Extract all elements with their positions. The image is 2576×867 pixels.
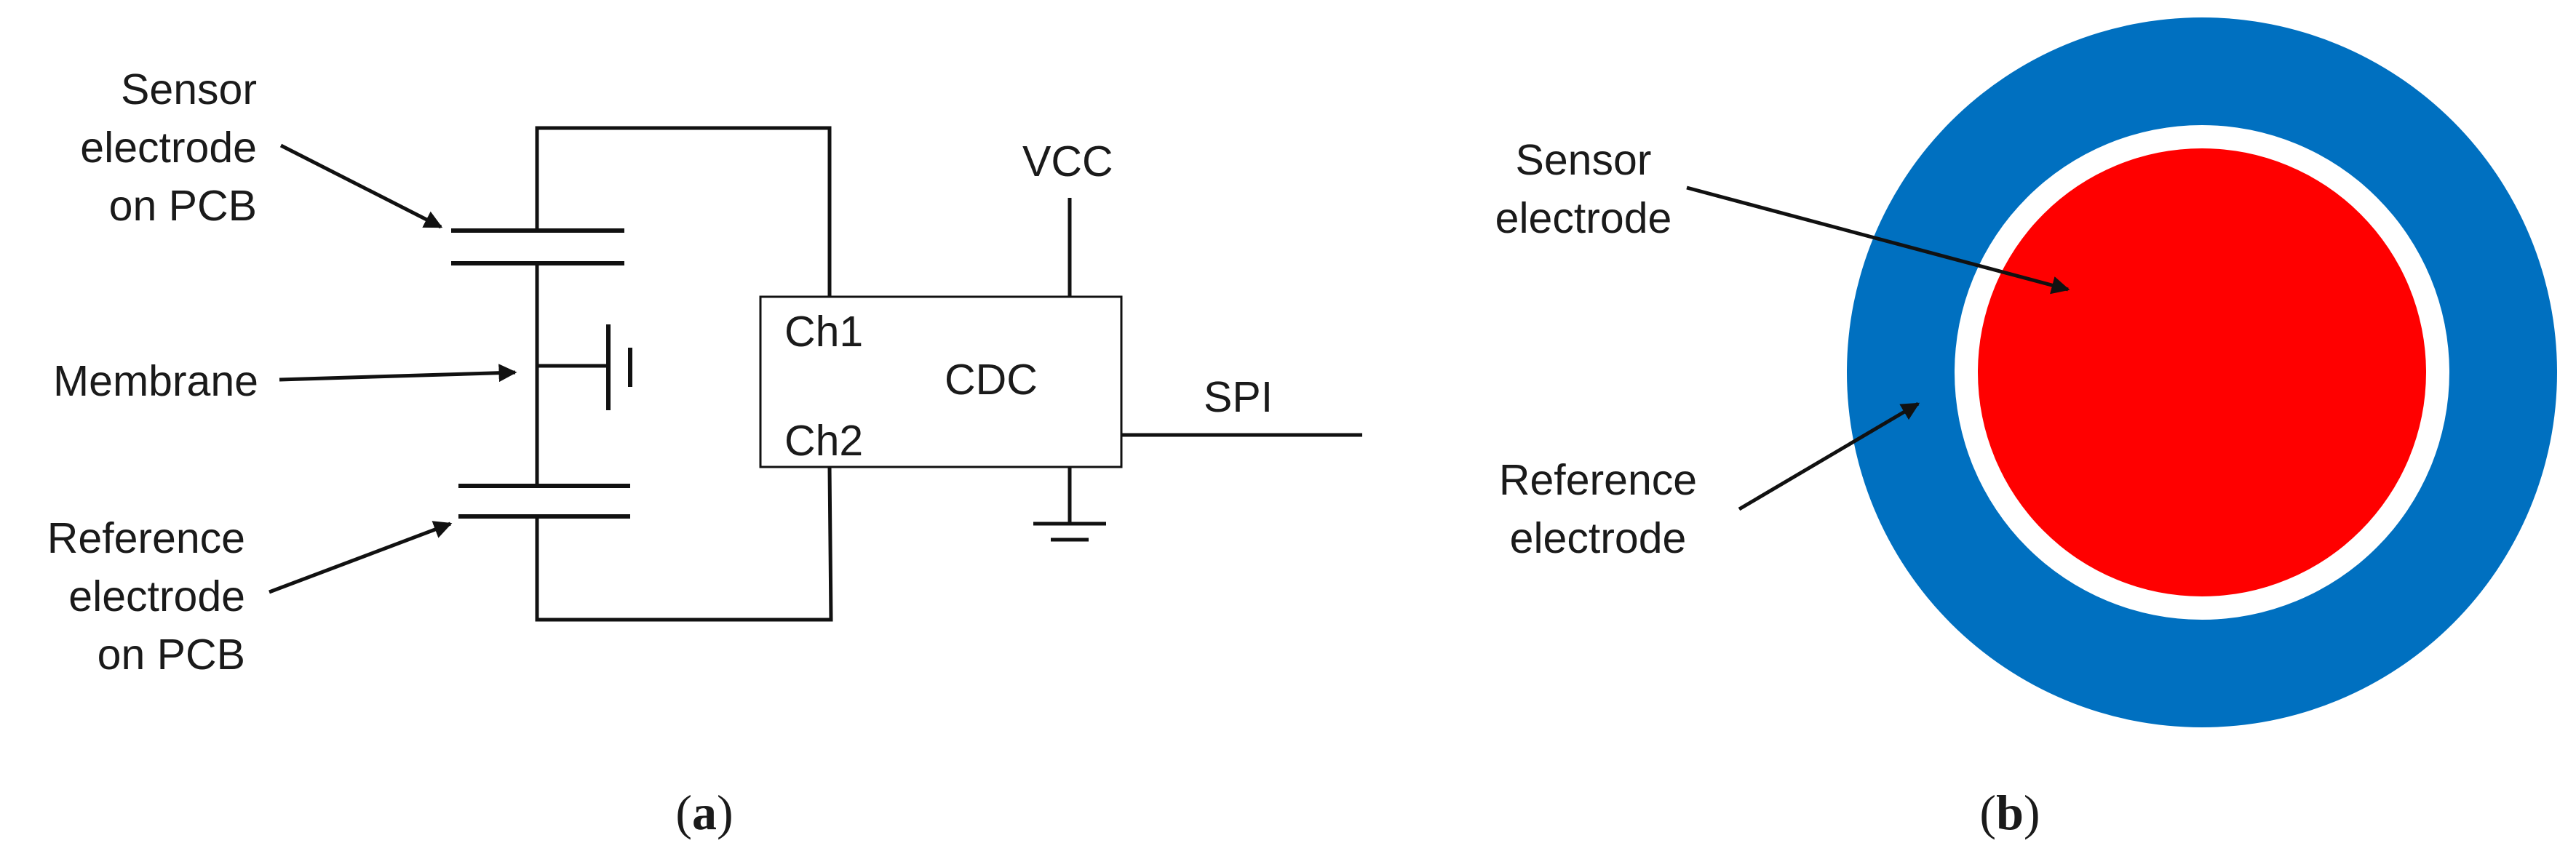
sensor-pcb-label-line3: on PCB <box>109 182 257 230</box>
reference-electrode-label-line2: electrode <box>1510 514 1687 562</box>
reference-electrode-label-line1: Reference <box>1499 456 1697 504</box>
vcc-label: VCC <box>1022 137 1113 185</box>
sensor-electrode-label-line1: Sensor <box>1516 136 1652 184</box>
membrane-label: Membrane <box>53 357 258 405</box>
sensor-electrode-disc <box>1978 148 2426 596</box>
panel-b-electrodes: Sensor electrode Reference electrode (b) <box>1495 17 2557 840</box>
sensor-electrode-label-line2: electrode <box>1495 194 1672 242</box>
cdc-chip-box <box>759 295 1123 468</box>
panel-a-caption: (a) <box>675 785 733 840</box>
reference-pcb-arrow <box>269 521 453 594</box>
cdc-label: CDC <box>945 356 1038 404</box>
ch1-pin-label: Ch1 <box>784 308 863 356</box>
sensor-pcb-label-line1: Sensor <box>121 65 257 113</box>
ch2-pin-label: Ch2 <box>784 417 863 465</box>
panel-b-caption: (b) <box>1979 785 2040 840</box>
reference-pcb-label-line3: on PCB <box>98 631 245 679</box>
wire-ch2 <box>535 466 833 622</box>
spi-label: SPI <box>1204 373 1273 421</box>
reference-pcb-label-line2: electrode <box>68 572 245 620</box>
reference-pcb-label-line1: Reference <box>47 514 245 562</box>
wire-ch1 <box>535 126 832 297</box>
panel-a-circuit: Sensor electrode on PCB Membrane Referen… <box>47 65 1362 840</box>
sensor-pcb-arrow <box>279 143 443 229</box>
sensor-electrode-arrow <box>1686 185 2070 295</box>
membrane-arrow <box>279 364 517 383</box>
sensor-pcb-label-line2: electrode <box>80 124 257 172</box>
reference-electrode-arrow <box>1738 401 1920 511</box>
